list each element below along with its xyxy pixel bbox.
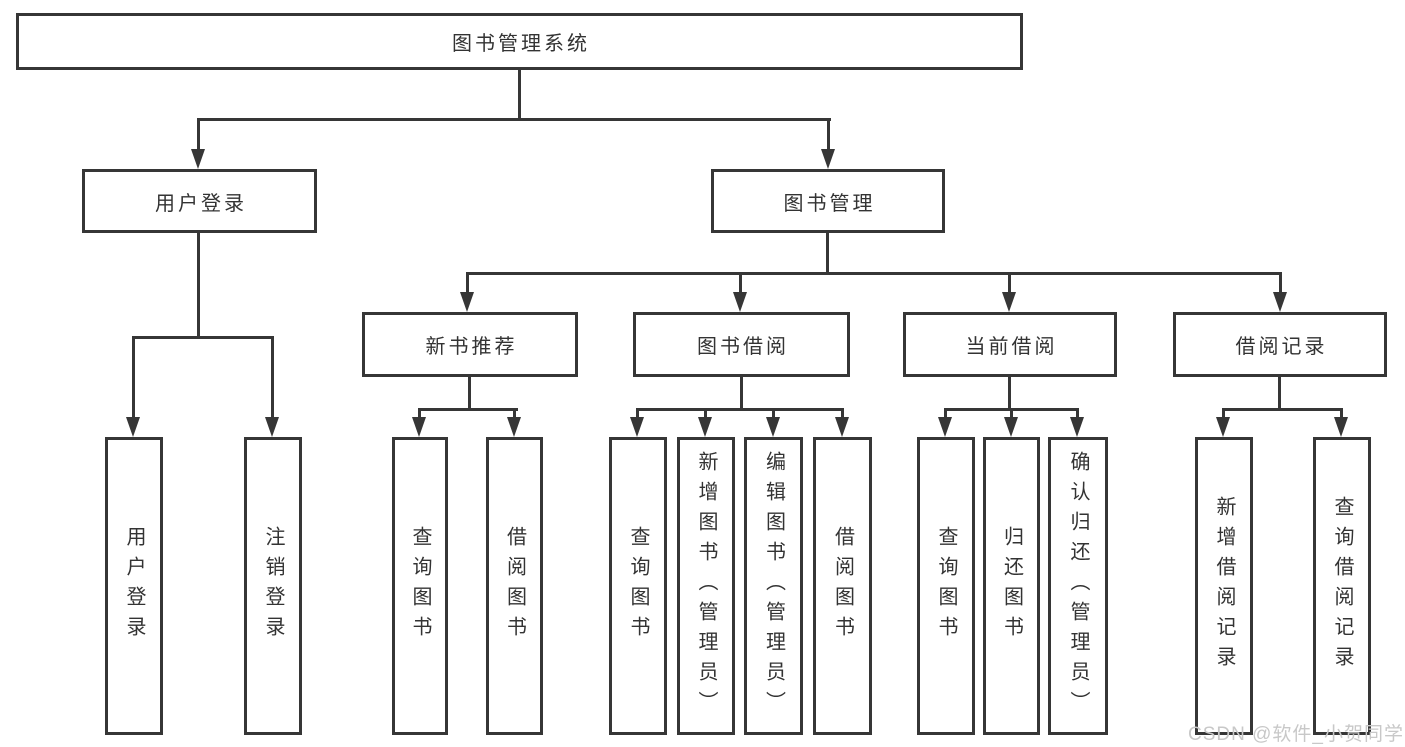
leaf-query-books-recommendation: 查询图书 [392, 437, 448, 735]
connector-line [1008, 377, 1011, 411]
node-borrowing-records: 借阅记录 [1173, 312, 1387, 377]
node-new-book-recommendation: 新书推荐 [362, 312, 578, 377]
leaf-borrow-books: 借阅图书 [813, 437, 872, 735]
connector-line [197, 118, 831, 121]
arrow-down-icon [766, 417, 780, 437]
connector-line [1278, 377, 1281, 411]
arrow-down-icon [698, 417, 712, 437]
arrow-down-icon [1004, 417, 1018, 437]
node-book-management: 图书管理 [711, 169, 945, 233]
arrow-down-icon [1002, 292, 1016, 312]
arrow-down-icon [460, 292, 474, 312]
node-book-borrowing: 图书借阅 [633, 312, 850, 377]
leaf-edit-books-admin: 编辑图书（管理员） [744, 437, 803, 735]
arrow-down-icon [1273, 292, 1287, 312]
arrow-down-icon [835, 417, 849, 437]
arrow-down-icon [938, 417, 952, 437]
connector-line [827, 118, 830, 162]
csdn-watermark: CSDN @软件_小贺同学 [1188, 724, 1404, 745]
leaf-add-books-admin: 新增图书（管理员） [677, 437, 735, 735]
connector-line [1222, 408, 1342, 411]
leaf-return-books: 归还图书 [983, 437, 1040, 735]
leaf-query-books-current: 查询图书 [917, 437, 975, 735]
leaf-borrow-books-recommendation: 借阅图书 [486, 437, 543, 735]
node-library-management-system: 图书管理系统 [16, 13, 1023, 70]
leaf-confirm-return-admin: 确认归还（管理员） [1048, 437, 1108, 735]
connector-line [132, 336, 135, 430]
connector-line [418, 408, 518, 411]
arrow-down-icon [1334, 417, 1348, 437]
arrow-down-icon [630, 417, 644, 437]
arrow-down-icon [191, 149, 205, 169]
arrow-down-icon [1070, 417, 1084, 437]
node-current-borrowing: 当前借阅 [903, 312, 1117, 377]
connector-line [636, 408, 844, 411]
arrow-down-icon [821, 149, 835, 169]
arrow-down-icon [265, 417, 279, 437]
arrow-down-icon [1216, 417, 1230, 437]
connector-line [518, 68, 521, 120]
connector-line [197, 233, 200, 339]
arrow-down-icon [507, 417, 521, 437]
connector-line [740, 377, 743, 411]
connector-line [197, 118, 200, 162]
leaf-add-borrowing-record: 新增借阅记录 [1195, 437, 1253, 735]
leaf-query-borrowing-record: 查询借阅记录 [1313, 437, 1371, 735]
connector-line [826, 233, 829, 275]
arrow-down-icon [412, 417, 426, 437]
connector-line [1008, 272, 1011, 305]
connector-line [1279, 272, 1282, 305]
connector-line [466, 272, 469, 305]
connector-line [466, 272, 1282, 275]
connector-line [739, 272, 742, 305]
leaf-user-login: 用户登录 [105, 437, 163, 735]
leaf-query-books-borrowing: 查询图书 [609, 437, 667, 735]
arrow-down-icon [733, 292, 747, 312]
connector-line [132, 336, 274, 339]
arrow-down-icon [126, 417, 140, 437]
connector-line [468, 377, 471, 411]
node-user-login: 用户登录 [82, 169, 317, 233]
leaf-logout: 注销登录 [244, 437, 302, 735]
connector-line [271, 336, 274, 430]
